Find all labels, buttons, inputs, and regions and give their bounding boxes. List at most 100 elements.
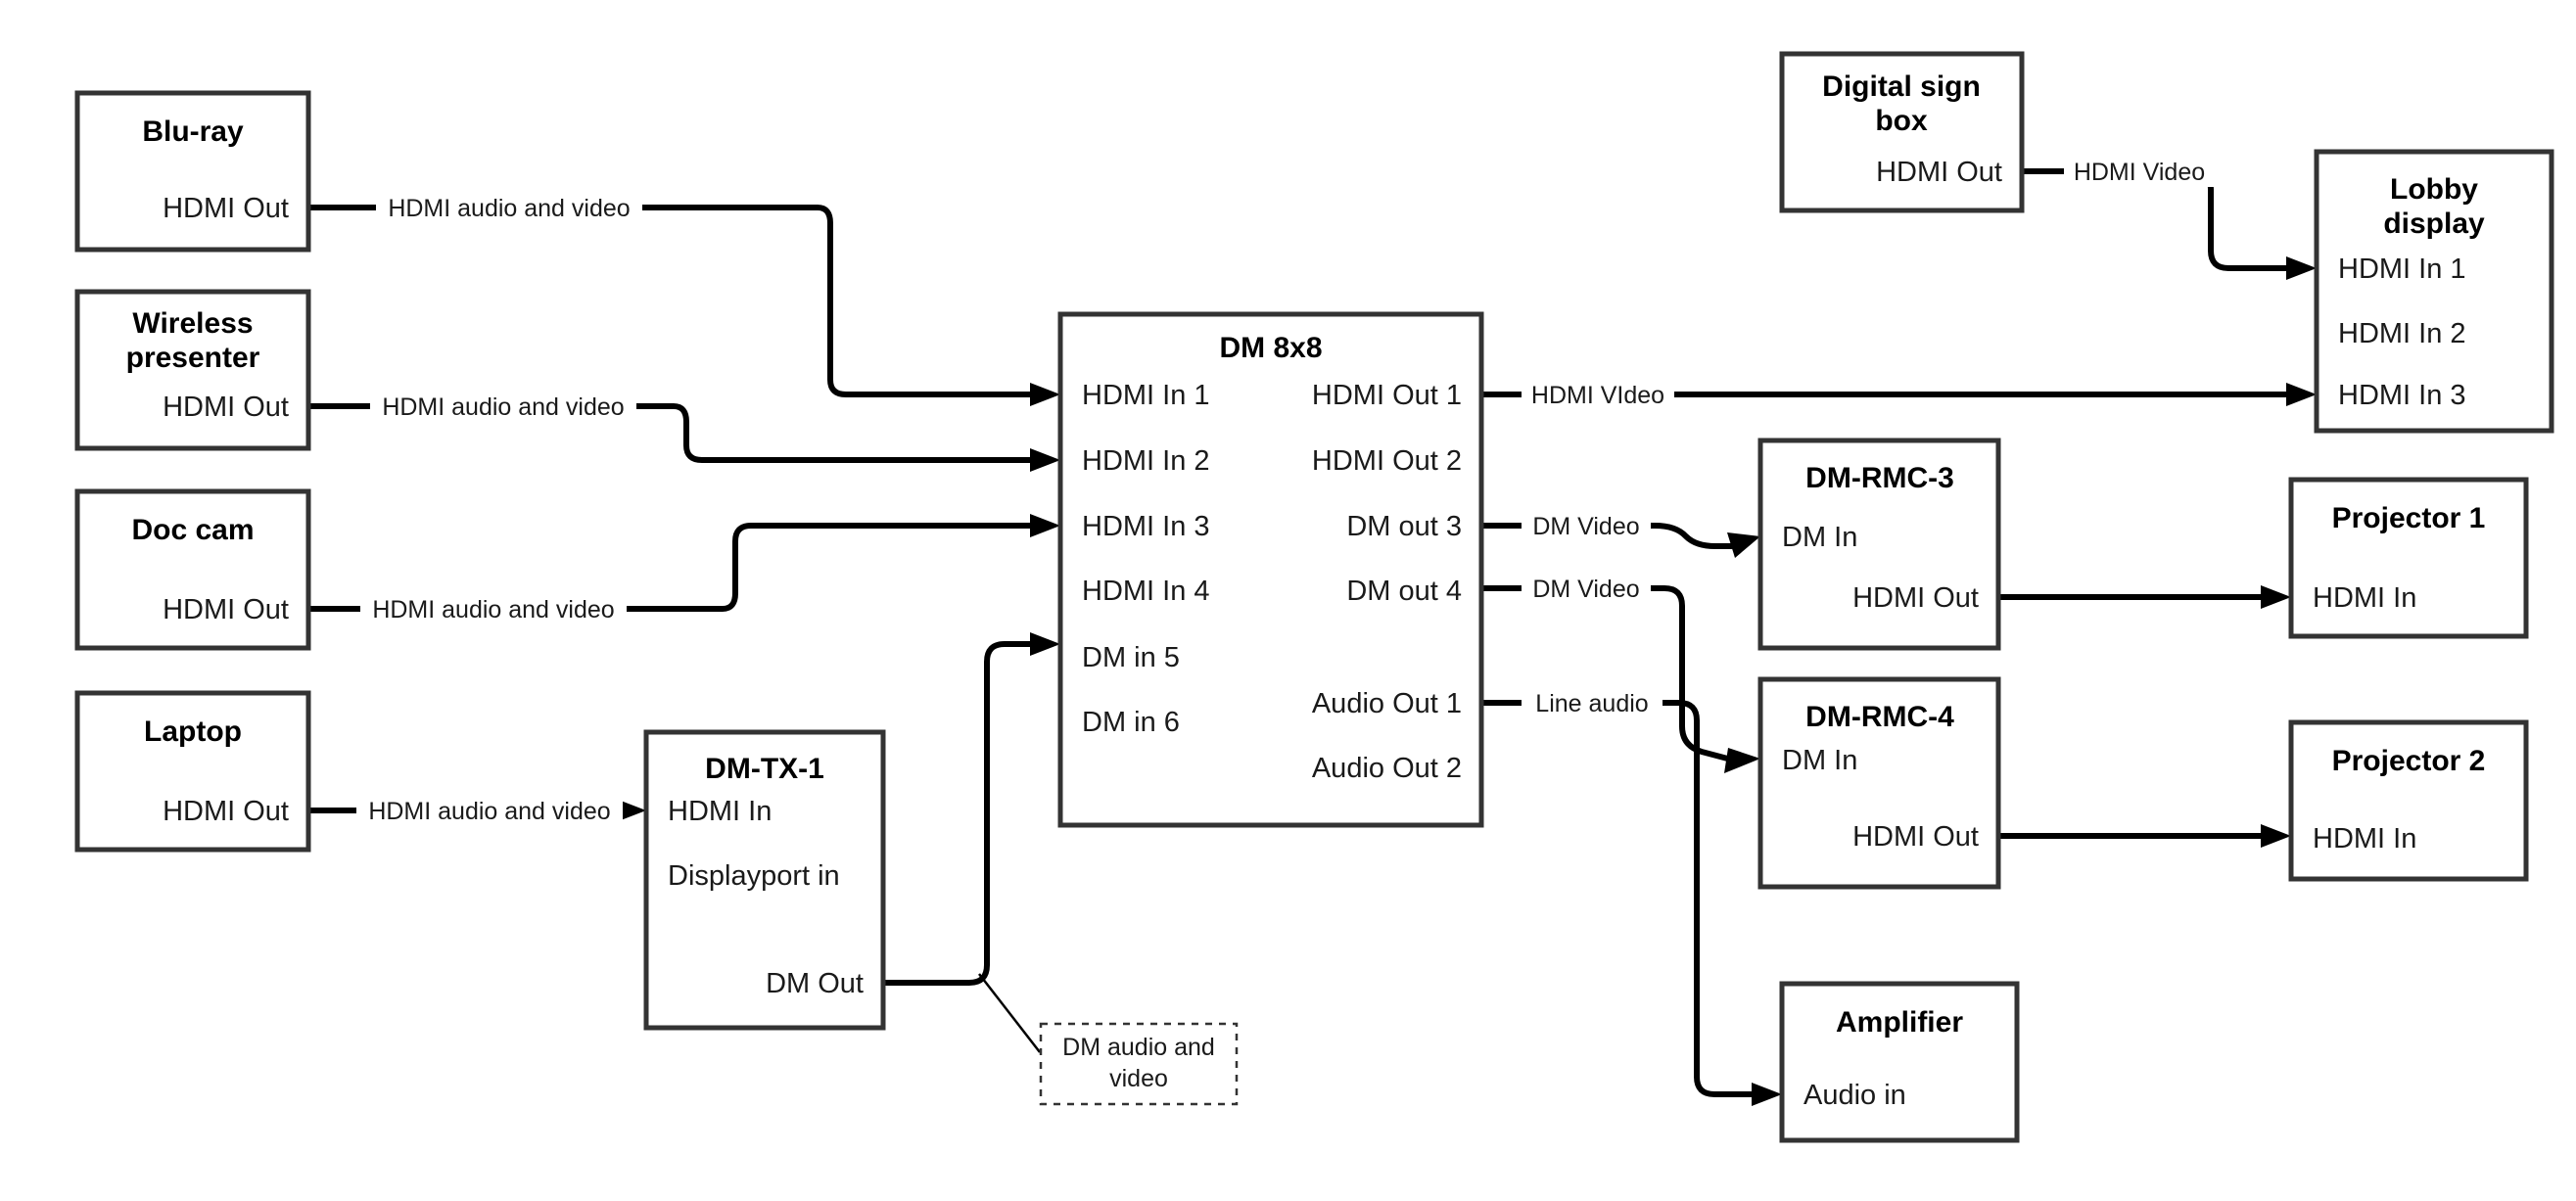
dm-tx-1-port-hdmi-in: HDMI In — [668, 796, 772, 827]
dm-8x8-box[interactable] — [1057, 311, 1484, 828]
dm-audio-video-annotation-line2: video — [1109, 1065, 1168, 1092]
laptop-port-hdmi-out: HDMI Out — [163, 796, 289, 827]
dm-8x8-port-dm-out-3: DM out 3 — [1346, 511, 1462, 542]
projector-1-title: Projector 1 — [2332, 502, 2486, 534]
arrowhead-lobby-in1 — [2286, 256, 2317, 280]
edge-label-line-audio: Line audio — [1535, 690, 1648, 717]
dm-audio-video-annotation-box — [1039, 1022, 1239, 1106]
arrowhead-projector1-hdmi-in — [2261, 585, 2291, 609]
arrowhead-lobby-in3 — [2286, 383, 2317, 406]
arrowhead-rmc4-dm-in — [1724, 748, 1760, 773]
node-doc-cam[interactable]: Doc cam HDMI Out — [74, 488, 311, 651]
dm-rmc-3-box[interactable] — [1757, 438, 2001, 651]
dm-audio-video-annotation-line1: DM audio and — [1062, 1034, 1215, 1061]
projector-2-title: Projector 2 — [2332, 745, 2486, 777]
digital-sign-port-hdmi-out: HDMI Out — [1876, 157, 2002, 188]
wireless-presenter-box[interactable] — [74, 289, 311, 451]
arrowhead-dm-in5 — [1030, 632, 1060, 656]
edge-label-bluray: HDMI audio and video — [388, 195, 630, 222]
dm-8x8-port-hdmi-in-2: HDMI In 2 — [1082, 445, 1210, 477]
dm-8x8-port-dm-in-5: DM in 5 — [1082, 642, 1180, 673]
laptop-title: Laptop — [144, 716, 242, 748]
node-lobby-display[interactable]: Lobby display HDMI In 1 HDMI In 2 HDMI I… — [2314, 149, 2554, 434]
digital-sign-box[interactable] — [1779, 51, 2025, 213]
edge-label-bg-8 — [1522, 685, 1663, 718]
edge-label-bg-4 — [356, 793, 623, 826]
lobby-display-title-line2: display — [2383, 208, 2485, 240]
arrowhead-dm-in2 — [1030, 448, 1060, 472]
dm-rmc-3-title: DM-RMC-3 — [1805, 462, 1954, 494]
wireless-presenter-port-hdmi-out: HDMI Out — [163, 392, 289, 423]
lobby-display-port-hdmi-in-1: HDMI In 1 — [2338, 254, 2466, 285]
projector-1-port-hdmi-in: HDMI In — [2313, 582, 2416, 614]
edge-label-bg-7 — [1522, 571, 1651, 604]
dm-rmc-3-port-dm-in: DM In — [1782, 522, 1857, 553]
laptop-box[interactable] — [74, 690, 311, 853]
dm-rmc-4-box[interactable] — [1757, 676, 2001, 890]
arrowhead-dm-in3 — [1030, 514, 1060, 537]
dm-rmc-4-title: DM-RMC-4 — [1805, 701, 1954, 733]
amplifier-port-audio-in: Audio in — [1803, 1080, 1906, 1111]
projector-2-box[interactable] — [2288, 719, 2529, 882]
edge-label-hdmi-video-out1: HDMI VIdeo — [1531, 382, 1664, 409]
leader-line-dm-audio-video — [978, 973, 1041, 1053]
node-laptop[interactable]: Laptop HDMI Out — [74, 690, 311, 853]
doc-cam-port-hdmi-out: HDMI Out — [163, 594, 289, 625]
dm-8x8-port-dm-in-6: DM in 6 — [1082, 707, 1180, 738]
arrowhead-projector2-hdmi-in — [2261, 824, 2291, 848]
projector-1-box[interactable] — [2288, 477, 2529, 639]
node-dm-rmc-3[interactable]: DM-RMC-3 DM In HDMI Out — [1757, 438, 2001, 651]
node-dm-8x8[interactable]: DM 8x8 HDMI In 1 HDMI In 2 HDMI In 3 HDM… — [1057, 311, 1484, 828]
wireless-presenter-title-line1: Wireless — [132, 307, 253, 340]
dm-8x8-port-audio-out-1: Audio Out 1 — [1312, 688, 1462, 719]
wire-audioout1-to-amplifier — [1481, 700, 1759, 1097]
lobby-display-title-line1: Lobby — [2390, 173, 2478, 206]
wire-dmout3-to-rmc3 — [1481, 523, 1738, 549]
digital-sign-title-line1: Digital sign — [1822, 70, 1981, 103]
edge-label-bg-2 — [370, 389, 636, 422]
dm-tx-1-title: DM-TX-1 — [705, 753, 824, 785]
arrowhead-dmtx1-hdmi-in — [616, 799, 646, 822]
edge-label-dm-video-3: DM Video — [1532, 513, 1639, 540]
dm-rmc-4-port-dm-in: DM In — [1782, 745, 1857, 776]
edge-label-bg-6 — [1522, 508, 1651, 541]
amplifier-box[interactable] — [1779, 981, 2020, 1143]
node-dm-rmc-4[interactable]: DM-RMC-4 DM In HDMI Out — [1757, 676, 2001, 890]
arrowhead-amplifier-audio-in — [1752, 1083, 1782, 1106]
doc-cam-box[interactable] — [74, 488, 311, 651]
dm-tx-1-port-dm-out: DM Out — [766, 968, 864, 999]
lobby-display-port-hdmi-in-3: HDMI In 3 — [2338, 380, 2466, 411]
edge-label-bg-3 — [360, 591, 627, 624]
dm-8x8-port-audio-out-2: Audio Out 2 — [1312, 753, 1462, 784]
wireless-presenter-title-line2: presenter — [126, 342, 260, 374]
projector-2-port-hdmi-in: HDMI In — [2313, 823, 2416, 855]
dm-rmc-3-port-hdmi-out: HDMI Out — [1852, 582, 1979, 614]
bluray-box[interactable] — [74, 90, 311, 253]
node-projector-1[interactable]: Projector 1 HDMI In — [2288, 477, 2529, 639]
node-bluray[interactable]: Blu-ray HDMI Out — [74, 90, 311, 253]
node-dm-tx-1[interactable]: DM-TX-1 HDMI In Displayport in DM Out — [643, 729, 886, 1031]
digital-sign-title-line2: box — [1875, 105, 1928, 137]
node-digital-sign-box[interactable]: Digital sign box HDMI Out — [1779, 51, 2025, 213]
edge-label-bg-1 — [376, 190, 642, 223]
amplifier-title: Amplifier — [1836, 1006, 1963, 1039]
wire-dmtx1-to-dm-in5 — [883, 641, 1038, 986]
wire-wireless-to-dm-in2 — [308, 403, 1038, 463]
edge-label-wireless: HDMI audio and video — [382, 393, 624, 421]
arrowhead-rmc3-dm-in — [1727, 532, 1760, 558]
node-wireless-presenter[interactable]: Wireless presenter HDMI Out — [74, 289, 311, 451]
lobby-display-port-hdmi-in-2: HDMI In 2 — [2338, 318, 2466, 349]
doc-cam-title: Doc cam — [131, 514, 254, 546]
lobby-display-box[interactable] — [2314, 149, 2554, 434]
dm-8x8-port-hdmi-in-1: HDMI In 1 — [1082, 380, 1210, 411]
node-projector-2[interactable]: Projector 2 HDMI In — [2288, 719, 2529, 882]
dm-8x8-port-dm-out-4: DM out 4 — [1346, 576, 1462, 607]
dm-tx-1-box[interactable] — [643, 729, 886, 1031]
annotation-dm-audio-and-video: DM audio and video — [1039, 1022, 1239, 1106]
node-amplifier[interactable]: Amplifier Audio in — [1779, 981, 2020, 1143]
edge-label-bg-9 — [2064, 154, 2215, 187]
dm-8x8-port-hdmi-out-1: HDMI Out 1 — [1312, 380, 1462, 411]
wire-doccam-to-dm-in3 — [308, 523, 1038, 612]
